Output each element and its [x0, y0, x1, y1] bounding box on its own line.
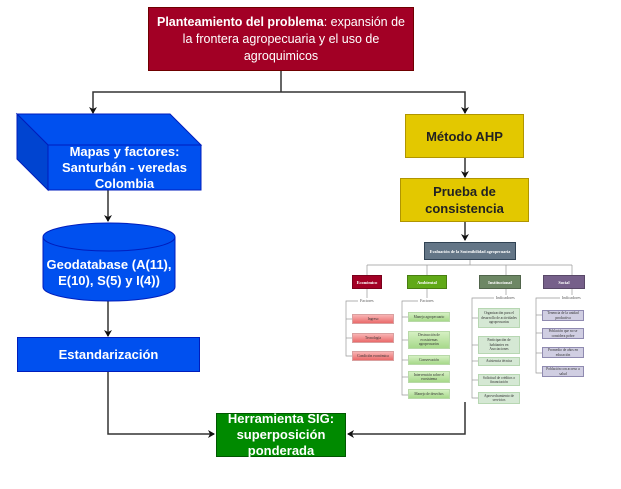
item-label: Manejo agropecuario: [413, 314, 445, 319]
item-label: Solicitud de créditos o financiación: [482, 375, 516, 384]
ahp-method-box: Método AHP: [405, 114, 524, 158]
ambiental-item: Destrucción de ecosistemas agropecuarios: [408, 331, 450, 349]
institucional-item: Organización para el desarrollo de activ…: [478, 308, 520, 328]
category-ambiental: Ambiental: [407, 275, 447, 289]
economico-item: Condición económica: [352, 351, 394, 361]
maps-factors-box: Mapas y factores: Santurbán - veredas Co…: [48, 143, 201, 191]
social-item: Población que no se considera pobre: [542, 328, 584, 339]
consistency-test-label: Prueba de consistencia: [425, 184, 504, 216]
category-label: Social: [558, 279, 570, 285]
category-institucional: Institucional: [479, 275, 521, 289]
consistency-test-box: Prueba de consistencia: [400, 178, 529, 222]
geodatabase-box: Geodatabase (A(11), E(10), S(5) y I(4)): [43, 252, 175, 294]
problem-title: Planteamiento del problema: [156, 14, 324, 29]
social-item: Tenencia de la unidad productiva: [542, 310, 584, 321]
item-label: Ingreso: [367, 316, 379, 321]
category-social: Social: [543, 275, 585, 289]
item-label: Destrucción de ecosistemas agropecuarios: [418, 333, 440, 347]
item-label: Organización para el desarrollo de activ…: [481, 311, 517, 325]
connector-std-to-sig: [107, 372, 215, 438]
maps-factors-label: Mapas y factores: Santurbán - veredas Co…: [62, 143, 187, 191]
standardization-label: Estandarización: [58, 346, 159, 362]
ambiental-sublabel: Factores: [420, 298, 434, 303]
item-label: Población con acceso a salud: [546, 367, 580, 376]
geodatabase-label: Geodatabase (A(11), E(10), S(5) y I(4)): [46, 257, 172, 288]
ambiental-item: Manejo agropecuario: [408, 312, 450, 322]
institucional-item: Participación de habitantes en Asociacio…: [478, 336, 520, 354]
institucional-item: Aprovechamiento de servicios: [478, 392, 520, 404]
item-label: Aprovechamiento de servicios: [483, 393, 515, 402]
problem-description: : expansión de la frontera agropecuaria …: [182, 14, 406, 63]
item-label: Asistencia técnica: [485, 359, 513, 364]
ahp-tree-connectors: [345, 260, 573, 399]
item-label: Conservación: [419, 357, 439, 362]
item-label: Tenencia de la unidad productiva: [547, 311, 579, 320]
category-label: Ambiental: [417, 279, 437, 285]
economico-item: Tecnología: [352, 333, 394, 343]
category-label: Económico: [356, 279, 378, 285]
maps-box-shape: [15, 112, 203, 192]
item-label: Participación de habitantes en Asociacio…: [487, 338, 511, 352]
connector-tree-to-sig: [347, 402, 466, 438]
ahp-method-label: Método AHP: [426, 128, 503, 144]
economico-item: Ingreso: [352, 314, 394, 324]
ambiental-item: Manejo de desechos: [408, 389, 450, 399]
geodatabase-cylinder-shape: [42, 222, 176, 302]
connector-to-ahp: [281, 91, 469, 114]
sig-tool-box: Herramienta SIG: superposición ponderada: [216, 411, 346, 458]
social-sublabel: Indicadores: [562, 295, 581, 300]
item-label: Manejo de desechos: [414, 391, 444, 396]
connector-to-maps: [89, 91, 281, 114]
category-label: Institucional: [488, 279, 512, 285]
institucional-item: Asistencia técnica: [478, 357, 520, 366]
item-label: Promedio de años en educación: [547, 348, 579, 357]
item-label: Tecnología: [365, 335, 381, 340]
ahp-tree-root-label: Evaluación de la Sostenibilidad agropecu…: [429, 248, 511, 254]
standardization-box: Estandarización: [17, 337, 200, 372]
social-item: Población con acceso a salud: [542, 366, 584, 377]
institucional-item: Solicitud de créditos o financiación: [478, 374, 520, 386]
item-label: Población que no se considera pobre: [548, 329, 578, 338]
category-economico: Económico: [352, 275, 382, 289]
economico-sublabel: Factores: [360, 298, 374, 303]
ambiental-item: Intervención sobre el ecosistema: [408, 371, 450, 383]
item-label: Intervención sobre el ecosistema: [413, 372, 445, 381]
sig-tool-label: Herramienta SIG: superposición ponderada: [227, 411, 335, 458]
social-item: Promedio de años en educación: [542, 347, 584, 358]
ambiental-item: Conservación: [408, 355, 450, 365]
item-label: Condición económica: [357, 353, 389, 358]
ahp-tree-root: Evaluación de la Sostenibilidad agropecu…: [424, 242, 516, 260]
problem-statement-box: Planteamiento del problema: expansión de…: [148, 7, 414, 71]
institucional-sublabel: Indicadores: [496, 295, 515, 300]
